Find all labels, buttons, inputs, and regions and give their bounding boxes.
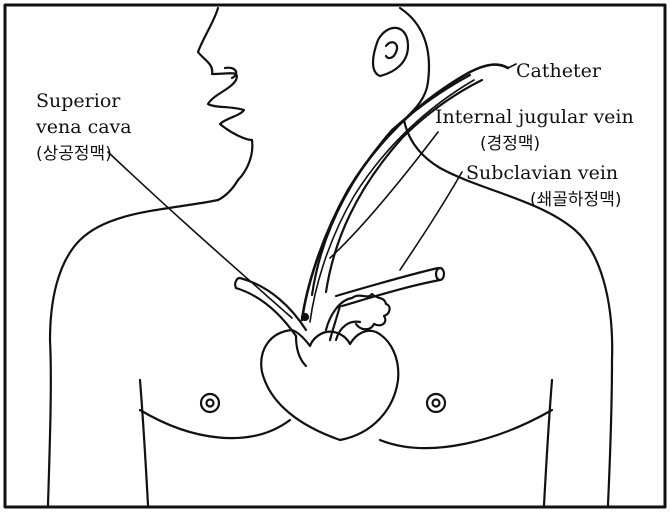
svc-leader-line [108,152,292,318]
svc-label-line2: vena cava [36,118,132,137]
svc-label-line1: Superior [36,92,120,111]
right-pectoral [380,410,552,448]
right-shoulder-arm [440,168,612,505]
catheter-leader-line [508,64,516,68]
left-shoulder-arm [48,200,218,505]
subclavian-korean-label: (쇄골하정맥) [530,192,621,209]
right-nipple-outer [427,394,445,412]
chin-line [238,140,252,180]
right-torso-side [544,380,552,505]
face-profile [198,8,252,140]
right-subclavian-vein-bottom [342,280,440,306]
catheter-tip [302,314,308,320]
subclavian-leader-line [400,172,462,270]
left-brachiocephalic-vein-bottom [240,278,306,330]
right-vein-cap [436,268,444,280]
internal-jugular-label: Internal jugular vein [435,108,634,127]
left-vein-cap [235,278,240,288]
left-torso-side [140,380,148,505]
ear [373,28,408,76]
svc-korean-label: (상공정맥) [36,146,112,163]
left-nipple-outer [201,394,219,412]
catheter-label: Catheter [516,62,601,81]
internal-jugular-korean-label: (경정맥) [480,136,540,153]
subclavian-label: Subclavian vein [466,164,618,183]
right-subclavian-vein-top [336,268,438,296]
heart [261,330,398,440]
left-nipple-inner [207,400,214,407]
ear-inner [386,42,397,58]
right-nipple-inner [433,400,440,407]
catheter-tube [302,65,508,320]
neck-front [218,180,238,200]
left-pectoral [140,410,290,438]
